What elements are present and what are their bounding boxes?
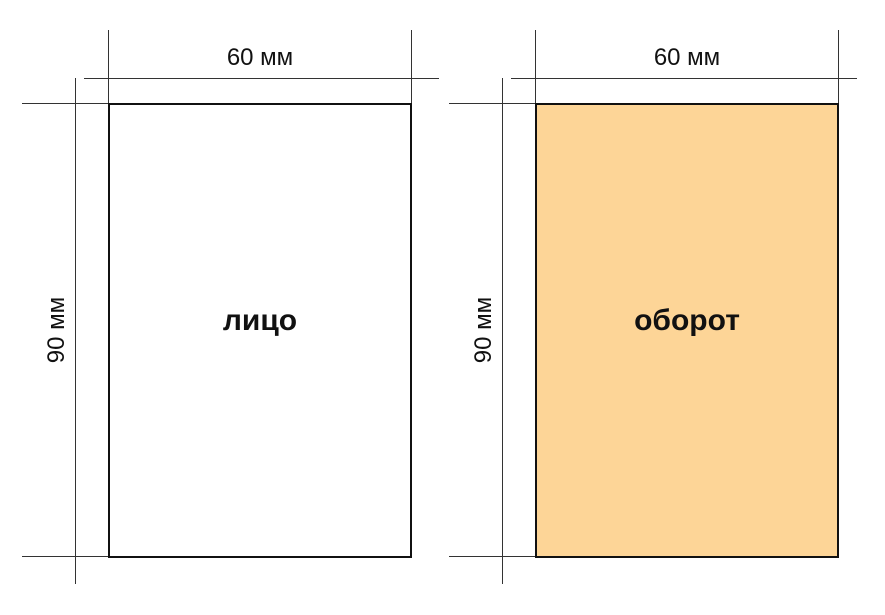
back-card: оборот xyxy=(535,103,839,558)
guide-line xyxy=(449,103,537,104)
guide-line xyxy=(22,556,110,557)
height-dimension-line xyxy=(75,78,76,584)
guide-line xyxy=(449,556,537,557)
back-panel: 60 мм 90 мм оборот xyxy=(427,0,857,615)
width-label: 60 мм xyxy=(653,44,721,71)
width-label: 60 мм xyxy=(226,44,294,71)
back-label: оборот xyxy=(634,303,740,337)
guide-line xyxy=(108,30,109,104)
guide-line xyxy=(535,30,536,104)
height-label: 90 мм xyxy=(470,296,497,364)
front-card: лицо xyxy=(108,103,412,558)
width-dimension-line xyxy=(84,78,439,79)
front-label: лицо xyxy=(222,303,298,337)
front-panel: 60 мм 90 мм лицо xyxy=(0,0,439,615)
height-label: 90 мм xyxy=(43,296,70,364)
width-dimension-line xyxy=(511,78,857,79)
height-dimension-line xyxy=(502,78,503,584)
guide-line xyxy=(411,30,412,104)
guide-line xyxy=(22,103,110,104)
guide-line xyxy=(838,30,839,104)
